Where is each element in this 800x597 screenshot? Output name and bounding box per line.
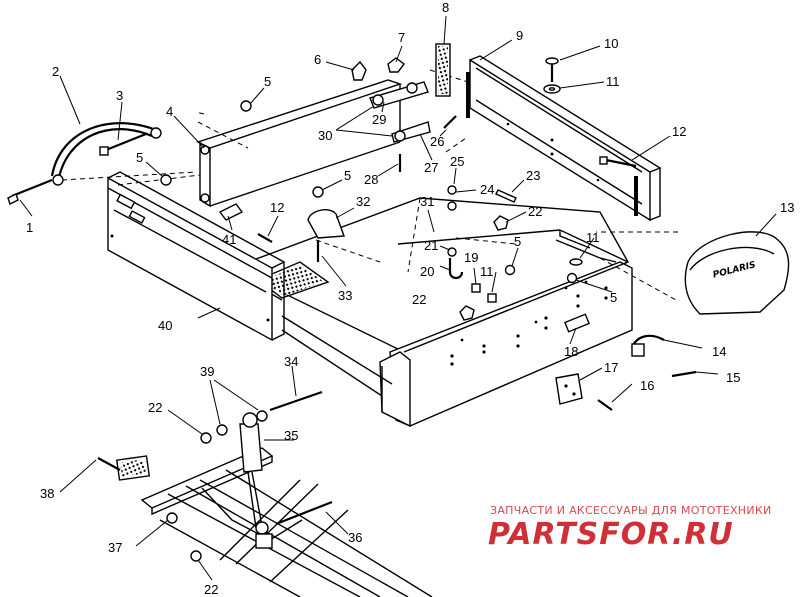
callout-31: 31	[420, 194, 434, 209]
leader-lines	[19, 15, 777, 581]
callout-18: 18	[564, 344, 578, 359]
callout-22d: 22	[204, 582, 218, 597]
callout-9: 9	[516, 28, 523, 43]
callout-15: 15	[726, 370, 740, 385]
callout-33: 33	[338, 288, 352, 303]
callout-5d: 5	[514, 234, 521, 249]
callout-39: 39	[200, 364, 214, 379]
callout-22a: 22	[528, 204, 542, 219]
callout-1: 1	[26, 220, 33, 235]
callout-22c: 22	[148, 400, 162, 415]
callout-5b: 5	[136, 150, 143, 165]
callout-5c: 5	[344, 168, 351, 183]
callout-26: 26	[430, 134, 444, 149]
callout-10: 10	[604, 36, 618, 51]
callout-14: 14	[712, 344, 726, 359]
callout-30: 30	[318, 128, 332, 143]
callout-5a: 5	[264, 74, 271, 89]
callout-19: 19	[464, 250, 478, 265]
frame-and-lift	[97, 390, 433, 597]
side-rail	[196, 79, 403, 208]
callout-25: 25	[450, 154, 464, 169]
callout-34: 34	[284, 354, 298, 369]
callout-32: 32	[356, 194, 370, 209]
callout-8: 8	[442, 0, 449, 15]
callout-29: 29	[372, 112, 386, 127]
callout-6: 6	[314, 52, 321, 67]
callout-23: 23	[526, 168, 540, 183]
side-panel-left	[107, 171, 286, 342]
callout-24: 24	[480, 182, 494, 197]
callout-5e: 5	[610, 290, 617, 305]
callout-2: 2	[52, 64, 59, 79]
callout-17: 17	[604, 360, 618, 375]
handle-bar	[50, 122, 162, 186]
watermark-brand: PARTSFOR.RU	[488, 517, 734, 552]
callout-3: 3	[116, 88, 123, 103]
tailgate-panel	[466, 55, 662, 222]
callout-11a: 11	[606, 74, 620, 89]
callout-4: 4	[166, 104, 173, 119]
watermark-caption: ЗАПЧАСТИ И АКСЕССУАРЫ ДЛЯ МОТОТЕХНИКИ	[490, 504, 772, 517]
front-wall-holes	[450, 280, 608, 366]
hardware-parts	[7, 43, 697, 411]
callout-labels: 1 2 3 4 5 5 5 5 5 6 7 8 9 10 11 11 11 12…	[26, 0, 794, 597]
callout-21: 21	[424, 238, 438, 253]
callout-7: 7	[398, 30, 405, 45]
callout-27: 27	[424, 160, 438, 175]
callout-37: 37	[108, 540, 122, 555]
callout-36: 36	[348, 530, 362, 545]
callout-40: 40	[158, 318, 172, 333]
callout-22b: 22	[412, 292, 426, 307]
callout-35: 35	[284, 428, 298, 443]
callout-13: 13	[780, 200, 794, 215]
callout-11c: 11	[480, 264, 494, 279]
logo-badge-cover: POLARIS	[684, 231, 790, 315]
callout-11b: 11	[586, 230, 600, 245]
callout-41: 41	[222, 232, 236, 247]
watermark: ЗАПЧАСТИ И АКСЕССУАРЫ ДЛЯ МОТОТЕХНИКИ PA…	[488, 504, 772, 552]
cargo-box-assembly	[50, 55, 678, 428]
callout-38: 38	[40, 486, 54, 501]
decal-plate	[564, 313, 590, 333]
callout-16: 16	[640, 378, 654, 393]
callout-12b: 12	[270, 200, 284, 215]
callout-28: 28	[364, 172, 378, 187]
callout-20: 20	[420, 264, 434, 279]
callout-12a: 12	[672, 124, 686, 139]
